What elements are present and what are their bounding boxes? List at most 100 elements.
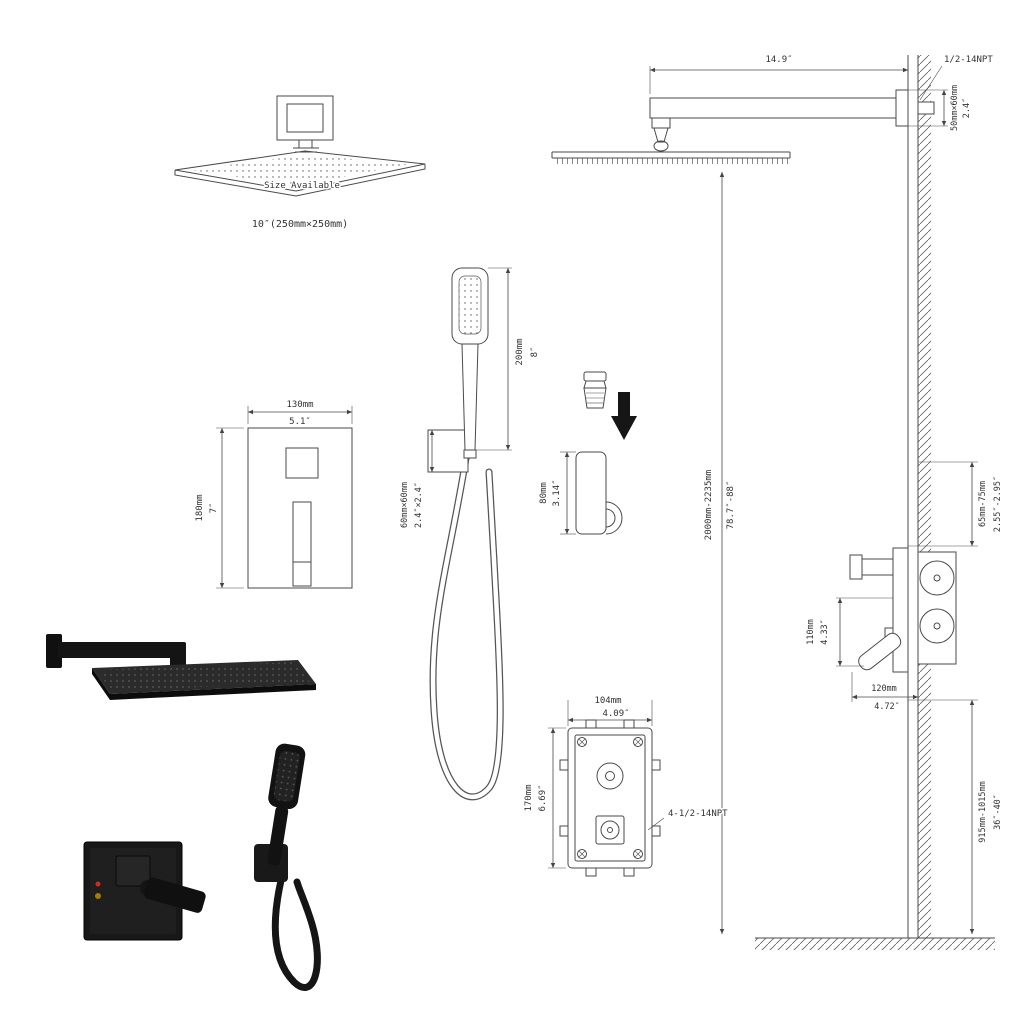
flange-mm-label: 50mm×60mm: [950, 85, 960, 131]
rough-h-in-label: 6.69″: [538, 784, 548, 811]
holder-in-label: 3.14″: [552, 479, 562, 506]
npt-bottom-leader: [647, 817, 665, 831]
diverter-button: [285, 447, 319, 479]
screw-x: [634, 738, 642, 746]
screw-x: [578, 738, 586, 746]
wall-hatch: [918, 55, 931, 938]
handle-h-in-label: 4.33″: [820, 619, 830, 645]
connector-cap: [583, 371, 607, 382]
trim-plate-side: [892, 547, 909, 673]
handheld-drawing: 200mm 8″ 60mm×60mm 2.4″×2.4″: [400, 267, 540, 801]
product-wand-handle: [267, 805, 289, 866]
product-hose: [271, 864, 321, 991]
head-thickness-edge: [174, 164, 426, 197]
holder-detail: 80mm 3.14″: [539, 371, 637, 535]
valve-port-upper: [919, 560, 955, 596]
holder-body: [575, 451, 607, 535]
handle-lever-side: [858, 632, 902, 671]
tab: [651, 825, 661, 837]
product-valve-trim: [83, 841, 206, 941]
wand-length-in-label: 8″: [530, 347, 540, 358]
cartridge-square: [595, 815, 625, 845]
head-size-caption: 10″(250mm×250mm): [252, 219, 348, 230]
npt-bottom-label: 4-1/2-14NPT: [668, 809, 728, 819]
holder-mm-label: 80mm: [539, 482, 549, 504]
trim-plate-front: 130mm 5.1″ 180mm 7″: [195, 399, 353, 589]
rough-in-outer: [567, 727, 653, 869]
holder-hook-outer: [605, 501, 623, 535]
product-arm: [58, 642, 186, 658]
rough-in-inner: [574, 734, 646, 862]
cartridge-center: [607, 827, 613, 833]
arm-length-label: 14.9″: [765, 55, 792, 65]
handle-lever-front: [292, 501, 312, 587]
connector-neck: [583, 380, 607, 389]
tab: [559, 825, 569, 837]
wand-handle: [461, 343, 479, 451]
product-handheld: [254, 743, 321, 991]
product-rain-head: [46, 634, 316, 700]
holder-hook-inner: [605, 508, 616, 528]
hot-indicator-dot: [95, 881, 101, 887]
side-view-shower: 14.9″ 1/2-14NPT 50mm×60mm 2.4″ 2000mm-22…: [551, 54, 995, 934]
top-port: [596, 762, 624, 790]
floor-hatch: [755, 938, 995, 950]
screw-x: [578, 850, 586, 858]
height-in-label: 78.7″-88″: [726, 481, 736, 530]
ball-joint: [653, 140, 669, 152]
tab: [585, 719, 597, 729]
npt-nipple: [917, 101, 935, 115]
inwall-valve-body: [917, 551, 957, 665]
screw: [577, 737, 587, 747]
wand-bracket: [427, 429, 469, 473]
npt-top-label: 1/2-14NPT: [944, 55, 993, 65]
tab: [559, 759, 569, 771]
rough-in-valve: 104mm 4.09″ 170mm 6.69″ 4-1/2-14NPT: [524, 696, 730, 877]
product-escutcheon: [46, 634, 62, 668]
trim-height-in-label: 7″: [209, 503, 219, 514]
wand-length-mm-label: 200mm: [515, 338, 525, 365]
ceiling-flange-inner: [286, 103, 324, 133]
tab: [651, 759, 661, 771]
arm-escutcheon: [895, 89, 909, 127]
rough-h-mm-label: 170mm: [524, 784, 534, 811]
tab: [623, 867, 635, 877]
product-handle-lever: [144, 877, 206, 913]
valve-depth-mm-label: 65mm-75mm: [978, 481, 988, 527]
shower-arm: [649, 97, 909, 119]
screw-x: [634, 850, 642, 858]
rough-w-in-label: 4.09″: [602, 709, 629, 719]
brass-fitting-dot: [95, 893, 101, 899]
hose-inner: [430, 449, 503, 800]
head-nozzle-ticks: [554, 158, 788, 164]
rough-w-mm-label: 104mm: [594, 696, 621, 706]
product-diverter-button: [115, 855, 151, 887]
tab: [623, 719, 635, 729]
valve-port-lower: [919, 608, 955, 644]
trim-plate: [247, 427, 353, 589]
wand-spray-face: [458, 275, 482, 335]
valve-port-lower-center: [933, 622, 941, 630]
wall-section: [755, 55, 995, 950]
bracket-in-label: 2.4″×2.4″: [414, 482, 424, 528]
product-wand: [267, 743, 306, 866]
connector-thread-body: [583, 387, 607, 409]
wand-outlet: [463, 449, 477, 459]
size-available-label: Size Available: [264, 181, 340, 191]
trim-width-mm-label: 130mm: [286, 400, 313, 410]
bracket-mm-label: 60mm×60mm: [400, 482, 410, 528]
valve-port-upper-center: [933, 574, 941, 582]
valve-depth-in-label: 2.55″-2.95″: [993, 476, 1003, 532]
product-head-front-edge: [110, 684, 316, 700]
npt-leader: [919, 65, 943, 101]
trim-width-in-label: 5.1″: [289, 417, 311, 427]
screw: [633, 737, 643, 747]
product-trim-inner: [90, 848, 176, 934]
trim-height-mm-label: 180mm: [195, 494, 205, 521]
product-head-left-edge: [92, 668, 110, 700]
valve-floor-mm-label: 915mm-1015mm: [978, 781, 988, 842]
corner-screws: [577, 737, 643, 859]
valve-floor-in-label: 36″-40″: [993, 794, 1003, 830]
